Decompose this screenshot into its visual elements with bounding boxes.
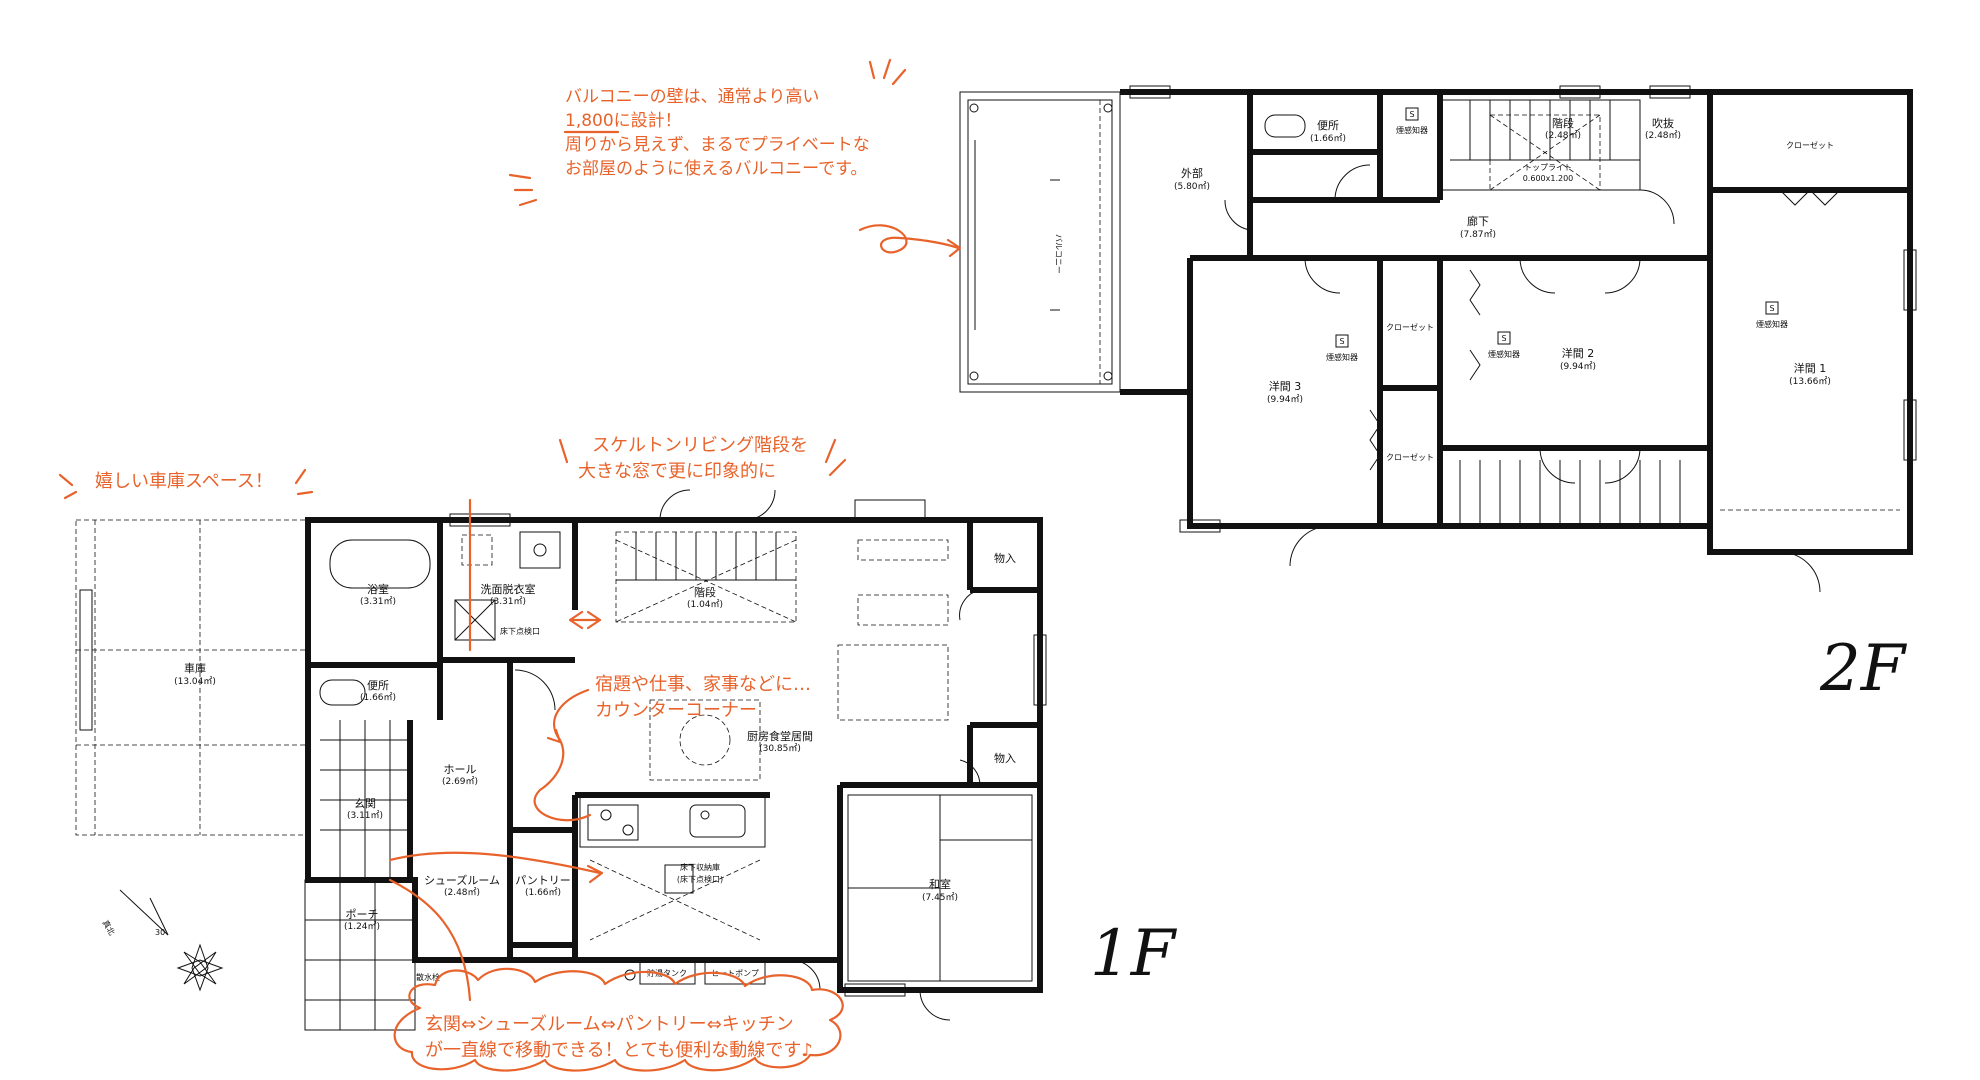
area-hall-1f: (2.69㎡) <box>442 776 478 787</box>
area-room1: (13.66㎡) <box>1789 376 1831 387</box>
entrance-tiles <box>304 720 416 1031</box>
smoke-detector-room1: S 煙感知器 <box>1756 301 1788 329</box>
svg-text:カウンターコーナー: カウンターコーナー <box>595 700 757 721</box>
room-label-porch: ポーチ <box>346 908 379 921</box>
area-toilet-2f: (1.66㎡) <box>1310 133 1346 144</box>
annotation-counter: 宿題や仕事、家事などに… カウンターコーナー <box>533 674 811 822</box>
smoke-detector-room2: S 煙感知器 <box>1488 331 1520 359</box>
svg-text:S: S <box>1339 337 1344 346</box>
room-label-void: 吹抜 <box>1652 116 1674 130</box>
area-porch: (1.24㎡) <box>344 921 380 932</box>
area-wash: (3.31㎡) <box>490 596 526 607</box>
room-label-stairs-1f: 階段 <box>694 585 716 599</box>
room-label-storage2: 物入 <box>994 751 1016 765</box>
room-label-ldk: 厨房食堂居間 <box>747 729 813 743</box>
room-label-closet-mid: クローゼット <box>1386 322 1434 332</box>
room-label-shoes: シューズルーム <box>424 873 500 887</box>
room-label-room2: 洋間 2 <box>1562 346 1595 360</box>
skylight-size: 0.600x1.200 <box>1523 174 1574 183</box>
smoke-detector-room3: S 煙感知器 <box>1326 334 1358 362</box>
room-label-hall-1f: ホール <box>444 763 477 776</box>
svg-text:お部屋のように使えるバルコニーです。: お部屋のように使えるバルコニーです。 <box>565 158 867 179</box>
heatpump-label: ヒートポンプ <box>711 969 759 978</box>
drain-label: 散水栓 <box>416 972 440 982</box>
room-label-wash: 洗面脱衣室 <box>481 582 536 596</box>
room-label-toilet-1f: 便所 <box>367 679 389 692</box>
tank-label: 貯湯タンク <box>647 968 687 978</box>
svg-text:が一直線で移動できる！とても便利な動線です♪: が一直線で移動できる！とても便利な動線です♪ <box>425 1040 813 1061</box>
floor-label-1f: 1F <box>1090 917 1178 991</box>
svg-text:嬉しい車庫スペース！: 嬉しい車庫スペース！ <box>95 471 273 492</box>
annotation-flow: 玄関⇔シューズルーム⇔パントリー⇔キッチン が一直線で移動できる！とても便利な動… <box>388 498 844 1072</box>
floor-storage-sub: (床下点検口) <box>677 874 723 884</box>
room-label-stairs-2f: 階段 <box>1552 116 1574 130</box>
svg-text:S: S <box>1501 334 1506 343</box>
balcony-label: バルコニー <box>1054 234 1063 274</box>
area-void: (2.48㎡) <box>1645 130 1681 141</box>
area-entrance: (3.11㎡) <box>347 810 383 821</box>
floor-storage-label: 床下収納庫 <box>680 862 720 872</box>
svg-text:宿題や仕事、家事などに…: 宿題や仕事、家事などに… <box>595 674 811 695</box>
area-japanese: (7.45㎡) <box>922 892 958 903</box>
floor-plan-1f: 車庫 (13.04㎡) 浴室 (3.31㎡) 洗面脱衣室 (3.31㎡) 床下点… <box>58 435 1178 1072</box>
room-label-closet-top: クローゼット <box>1786 140 1834 150</box>
room-label-room3: 洋間 3 <box>1269 379 1302 393</box>
room-label-outer: 外部 <box>1181 166 1203 180</box>
inspection-hatch-label: 床下点検口 <box>500 626 540 636</box>
svg-text:玄関⇔シューズルーム⇔パントリー⇔キッチン: 玄関⇔シューズルーム⇔パントリー⇔キッチン <box>425 1014 794 1035</box>
wall-1f-outer <box>305 517 1043 993</box>
room-label-pantry: パントリー <box>515 874 571 887</box>
svg-text:煙感知器: 煙感知器 <box>1488 349 1520 359</box>
room-label-japanese: 和室 <box>929 877 951 891</box>
svg-text:煙感知器: 煙感知器 <box>1756 319 1788 329</box>
area-ldk: (30.85㎡) <box>759 743 801 754</box>
svg-text:大きな窓で更に印象的に: 大きな窓で更に印象的に <box>578 461 776 482</box>
room-label-room1: 洋間 1 <box>1794 361 1827 375</box>
smoke-detector-stairs: S 煙感知器 <box>1396 107 1428 135</box>
room-label-garage: 車庫 <box>184 661 206 675</box>
window-marks-1f <box>449 499 1047 997</box>
svg-text:煙感知器: 煙感知器 <box>1326 352 1358 362</box>
kitchen-counter <box>579 794 766 848</box>
annotation-garage: 嬉しい車庫スペース！ <box>58 468 314 500</box>
svg-text:S: S <box>1409 110 1414 119</box>
area-toilet-1f: (1.66㎡) <box>360 692 396 703</box>
wall-2f-outer <box>1120 89 1913 555</box>
room-label-toilet-2f: 便所 <box>1317 119 1339 132</box>
svg-text:スケルトンリビング階段を: スケルトンリビング階段を <box>592 435 808 456</box>
area-hall-2f: (7.87㎡) <box>1460 229 1496 240</box>
area-stairs-2f: (2.48㎡) <box>1545 130 1581 141</box>
garage-area <box>75 519 309 836</box>
svg-text:煙感知器: 煙感知器 <box>1396 125 1428 135</box>
area-bath: (3.31㎡) <box>360 596 396 607</box>
north-label: 真北 <box>101 918 118 937</box>
room-label-entrance: 玄関 <box>354 796 376 810</box>
area-pantry: (1.66㎡) <box>525 887 561 898</box>
area-shoes: (2.48㎡) <box>444 887 480 898</box>
area-room2: (9.94㎡) <box>1560 361 1596 372</box>
window-marks-2f <box>1129 85 1917 533</box>
floor-label-2f: 2F <box>1819 632 1908 706</box>
svg-text:周りから見えず、まるでプライベートな: 周りから見えず、まるでプライベートな <box>565 135 870 155</box>
balcony-area <box>959 91 1121 393</box>
area-stairs-1f: (1.04㎡) <box>687 599 723 610</box>
compass-angle: 30 <box>155 928 165 937</box>
room-label-storage1: 物入 <box>994 551 1016 565</box>
area-outer: (5.80㎡) <box>1174 181 1210 192</box>
room-label-closet-low: クローゼット <box>1386 452 1434 462</box>
area-room3: (9.94㎡) <box>1267 394 1303 405</box>
compass-icon: 真北 30 <box>101 889 224 992</box>
svg-text:S: S <box>1769 304 1774 313</box>
floor-plan-2f: バルコニー <box>508 58 1917 706</box>
annotation-balcony: バルコニーの壁は、通常より高い 1,800に設計！ 周りから見えず、まるでプライ… <box>508 58 962 258</box>
annotation-stairs: スケルトンリビング階段を 大きな窓で更に印象的に <box>558 435 847 482</box>
skylight-label: トップライト <box>1524 163 1572 172</box>
room-label-hall-2f: 廊下 <box>1467 214 1489 228</box>
svg-text:1,800に設計！: 1,800に設計！ <box>565 111 682 131</box>
room-label-bath: 浴室 <box>367 582 389 596</box>
area-garage: (13.04㎡) <box>174 676 216 687</box>
svg-text:バルコニーの壁は、通常より高い: バルコニーの壁は、通常より高い <box>565 87 819 107</box>
